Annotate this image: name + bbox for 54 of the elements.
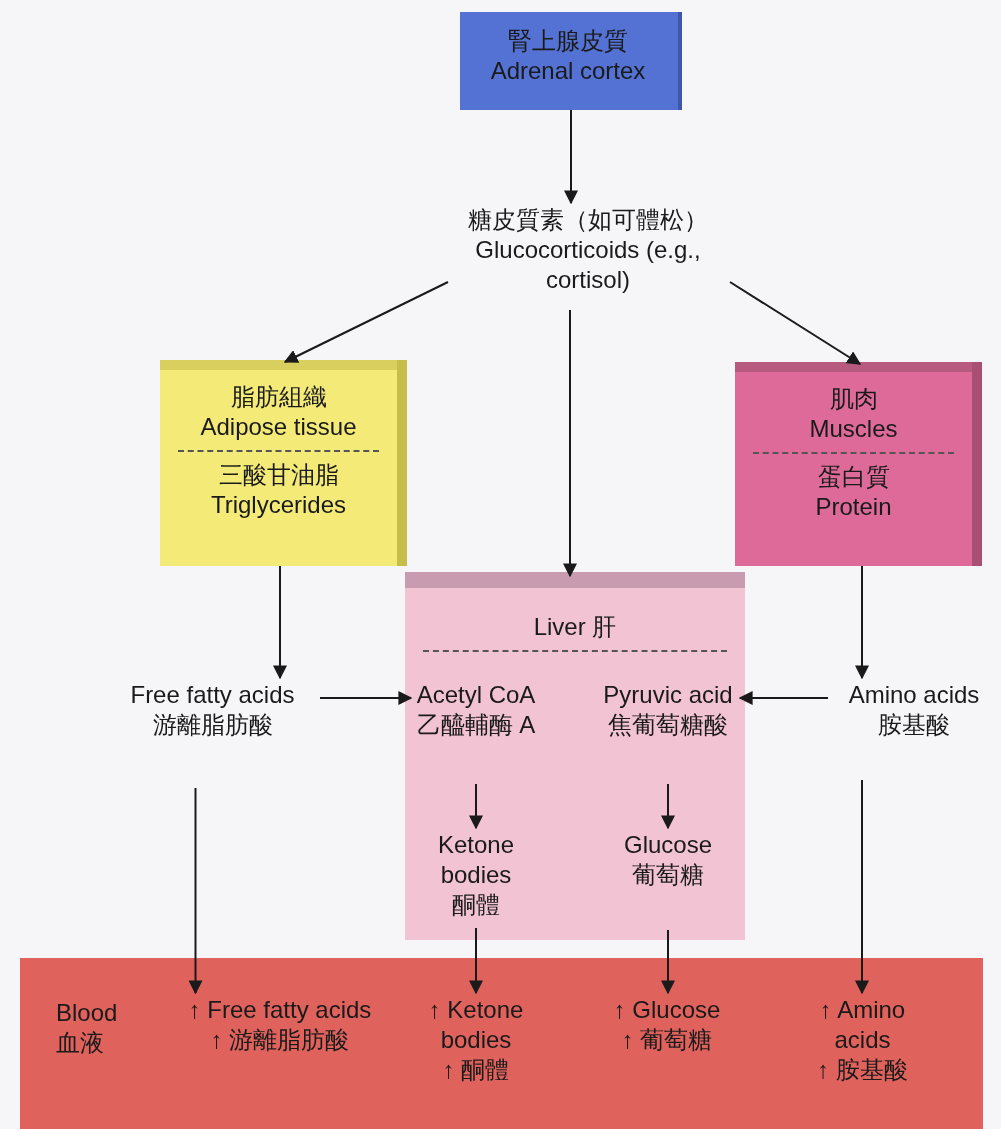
- arrow: [661, 929, 675, 995]
- tissue-box: [735, 362, 982, 566]
- label-text: ↑ Free fatty acids: [188, 995, 372, 1025]
- label-text: 酮體: [452, 890, 500, 920]
- label-text: 葡萄糖: [632, 860, 704, 890]
- arrow: [283, 281, 449, 363]
- label-text: Adrenal cortex: [490, 56, 646, 86]
- label-text: Ketone bodies: [436, 830, 516, 890]
- arrow: [188, 787, 203, 995]
- arrow: [729, 281, 862, 365]
- label-text: 三酸甘油脂: [218, 460, 339, 490]
- label-text: 腎上腺皮質: [508, 26, 628, 56]
- label-text: ↑ 酮體: [442, 1055, 510, 1085]
- label-text: 血液: [56, 1028, 104, 1058]
- arrow: [469, 927, 483, 995]
- label-text: Acetyl CoA: [416, 680, 536, 710]
- label-text: 糖皮質素（如可體松）: [468, 205, 708, 235]
- label-text: Liver 肝: [533, 612, 617, 642]
- label-text: Muscles: [809, 414, 898, 444]
- arrow: [563, 309, 577, 578]
- label-text: Blood: [56, 998, 118, 1028]
- tissue-box: [160, 360, 407, 566]
- label-text: ↑ 胺基酸: [817, 1055, 908, 1085]
- label-text: 游離脂肪酸: [152, 710, 273, 740]
- label-text: ↑ 游離脂肪酸: [210, 1025, 350, 1055]
- label-text: ↑ Ketone bodies: [427, 995, 525, 1055]
- label-text: Protein: [815, 492, 892, 522]
- arrow: [319, 691, 413, 705]
- arrow: [855, 779, 869, 995]
- label-text: 蛋白質: [817, 462, 890, 492]
- label-text: Triglycerides: [210, 490, 347, 520]
- label-text: 焦葡萄糖酸: [608, 710, 728, 740]
- organ-box: [405, 572, 745, 940]
- label-text: ↑ Glucose: [613, 995, 721, 1025]
- label-text: Pyruvic acid: [603, 680, 733, 710]
- process-box: [460, 12, 682, 110]
- arrow: [738, 691, 829, 705]
- label-text: Free fatty acids: [130, 680, 295, 710]
- arrow: [273, 565, 287, 680]
- label-text: 肌肉: [829, 384, 878, 414]
- label-text: Glucocorticoids (e.g., cortisol): [474, 235, 702, 295]
- arrow: [564, 109, 578, 205]
- label-text: ↑ 葡萄糖: [621, 1025, 713, 1055]
- arrow: [855, 565, 869, 680]
- arrow: [661, 783, 675, 830]
- label-text: 乙醯輔酶 A: [416, 710, 536, 740]
- label-text: 脂肪組織: [230, 382, 327, 412]
- label-text: ↑ Amino acids: [818, 995, 907, 1055]
- blood-band: [20, 958, 983, 1129]
- label-text: Adipose tissue: [200, 412, 357, 442]
- arrow: [469, 783, 483, 830]
- label-text: Glucose: [623, 830, 712, 860]
- label-text: Amino acids: [848, 680, 980, 710]
- label-text: 胺基酸: [878, 710, 950, 740]
